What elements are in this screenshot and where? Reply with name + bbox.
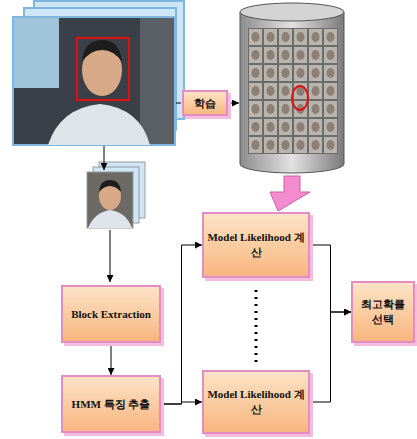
match-circle [292,86,308,110]
box-label: Block Extraction [71,307,151,322]
process-box: 최고확률 선택 [351,281,415,343]
flow-connector [161,245,202,404]
flow-connector [161,402,202,404]
face-detection-box [77,38,129,100]
flow-arrow [110,230,111,282]
flow-connector [310,312,351,402]
database-body [240,12,344,173]
process-box: Model Likelihood 계산 [202,370,310,434]
box-label: Model Likelihood 계산 [207,387,305,417]
process-box: Model Likelihood 계산 [202,212,310,278]
process-box: 학습 [182,90,228,117]
model-arrow [270,176,310,211]
box-label: Model Likelihood 계산 [207,230,305,260]
box-label: 학습 [194,96,216,111]
flow-connector [111,343,112,375]
box-label: HMM 특징 추출 [72,397,151,412]
flow-arrow [229,103,239,104]
hair [82,40,122,62]
car-pillar [140,18,174,144]
hair [99,180,121,192]
shirt [48,104,150,145]
box-label: 최고확률 선택 [356,297,410,327]
driver-photo [13,17,175,145]
flow-connector [310,245,351,312]
ellipsis-dots [255,290,258,362]
process-box: HMM 특징 추출 [61,375,161,433]
car-window [14,18,59,88]
shirt [88,210,132,228]
face-database [248,28,338,154]
database-top [240,3,344,21]
flow-line [176,103,181,104]
flow-arrow [104,146,105,170]
face-crop [87,172,133,228]
process-box: Block Extraction [61,285,161,343]
